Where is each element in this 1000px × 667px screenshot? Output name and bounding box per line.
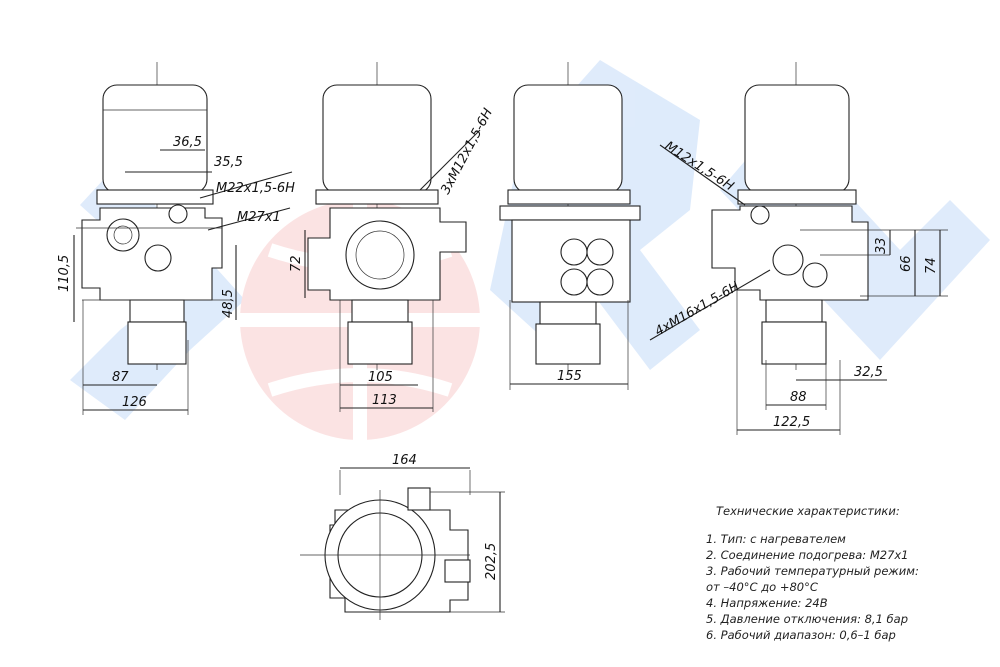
spec-line-2: 2. Соединение подогрева: M27x1 [706,548,909,562]
dim-105: 105 [368,370,393,385]
dim-88: 88 [790,390,807,405]
dim-164: 164 [392,453,417,468]
dim-m22-thread: M22x1,5-6H [216,181,295,196]
view-side-left: 36,5 35,5 M22x1,5-6H M27x1 110,5 48,5 87… [57,62,295,415]
spec-line-4: от –40°C до +80°C [706,580,818,594]
dim-3x-m12-thread: 3xM12x1,5-6H [438,106,496,197]
dim-66: 66 [899,255,914,272]
spec-line-6: 5. Давление отключения: 8,1 бар [706,612,908,626]
dim-155: 155 [557,369,582,384]
dim-122-5: 122,5 [773,415,810,430]
dim-74: 74 [924,257,939,274]
dim-110-5: 110,5 [57,255,72,292]
dim-35-5: 35,5 [214,155,243,170]
dim-87: 87 [112,370,129,385]
dim-126: 126 [122,395,147,410]
dim-202-5: 202,5 [484,543,499,580]
spec-line-3: 3. Рабочий температурный режим: [706,564,919,578]
dim-48-5: 48,5 [221,289,236,318]
view-top: 164 202,5 [300,453,505,620]
dim-32-5: 32,5 [854,365,883,380]
dim-33: 33 [874,237,889,254]
dim-36-5: 36,5 [173,135,202,150]
view-rear: 155 [499,62,641,390]
dim-113: 113 [372,393,397,408]
specs-title: Технические характеристики: [716,504,900,518]
specifications-block: Технические характеристики: 1. Тип: с на… [706,504,919,642]
dim-m27-thread: M27x1 [237,210,281,225]
dim-72: 72 [289,255,304,272]
spec-line-1: 1. Тип: с нагревателем [706,532,846,546]
spec-line-5: 4. Напряжение: 24В [706,596,828,610]
spec-line-7: 6. Рабочий диапазон: 0,6–1 бар [706,628,896,642]
